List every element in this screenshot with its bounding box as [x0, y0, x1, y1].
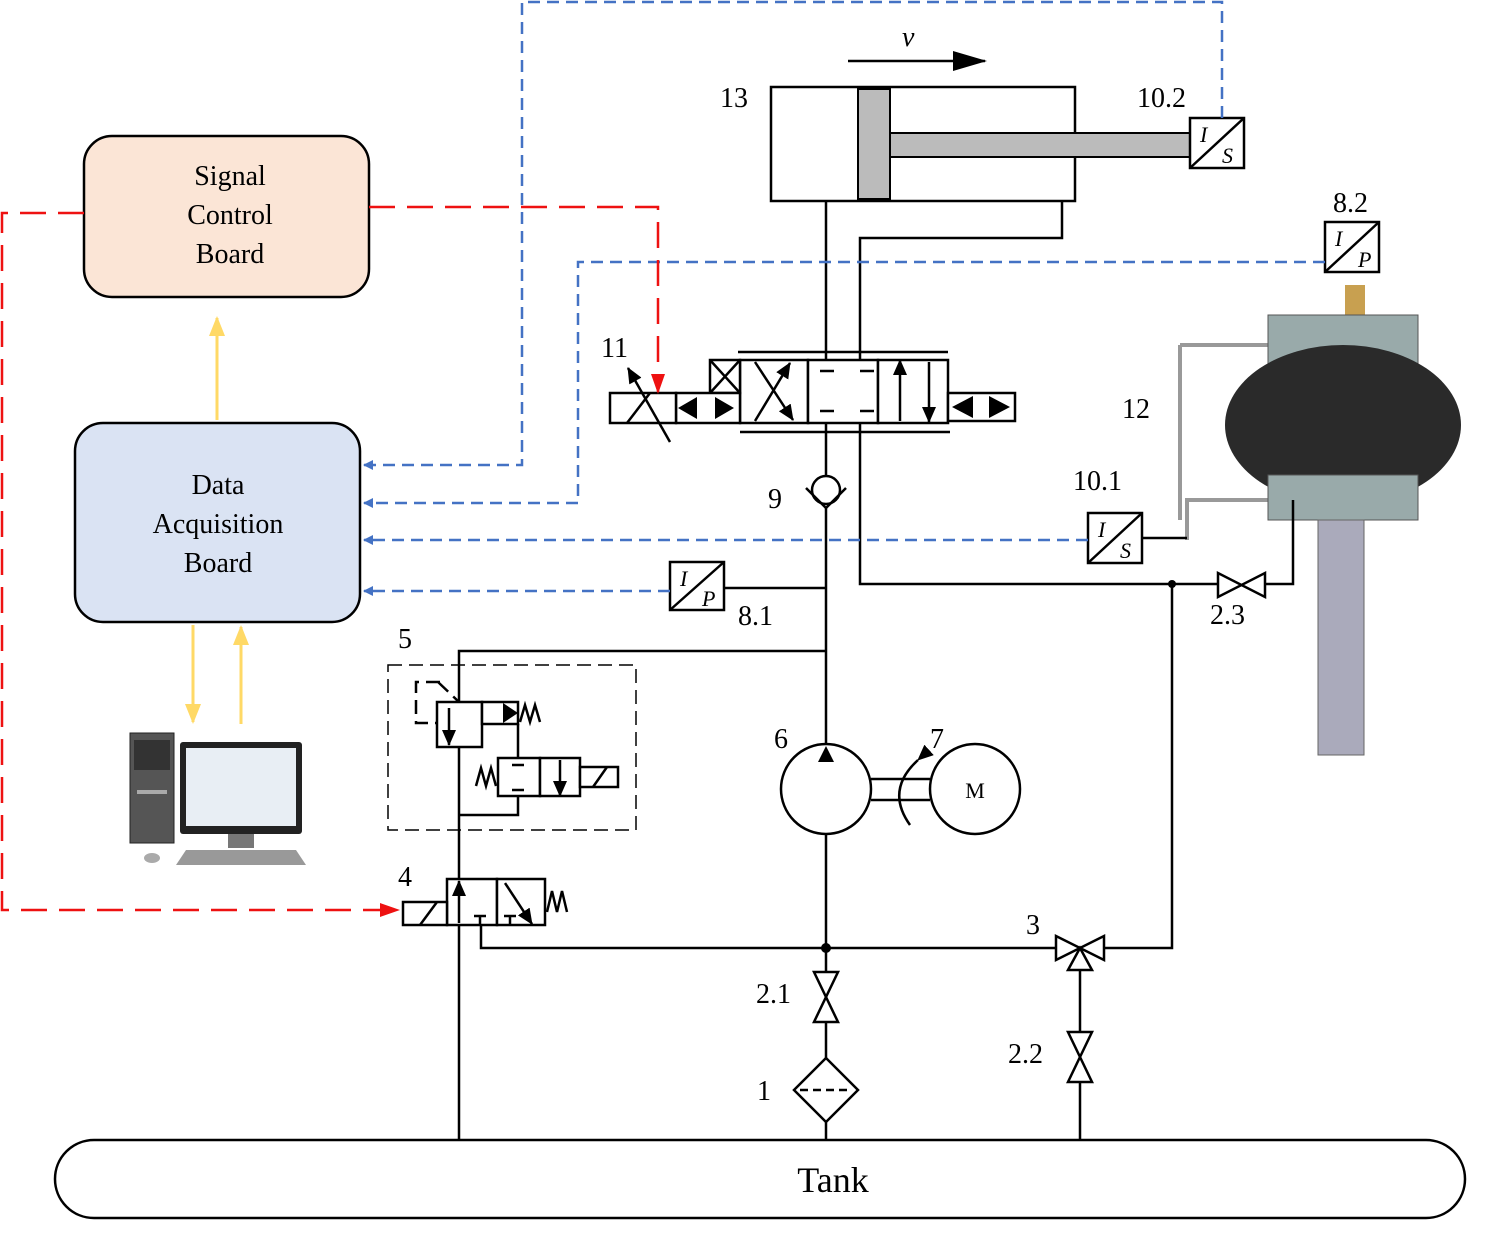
- svg-text:I: I: [1199, 122, 1209, 147]
- svg-text:I: I: [679, 566, 689, 591]
- hydraulic-cylinder: [769, 85, 1191, 203]
- control-signal-lines: [0, 205, 665, 917]
- filter-1: [792, 1056, 860, 1124]
- label-2-3: 2.3: [1210, 600, 1245, 631]
- svg-text:I: I: [1097, 517, 1107, 542]
- velocity-label: v: [902, 22, 915, 53]
- shutoff-valve-2-3: [1216, 570, 1267, 600]
- label-3: 3: [1026, 910, 1040, 941]
- label-13: 13: [720, 83, 748, 114]
- solenoid-valve-4: [401, 877, 569, 927]
- label-2-1: 2.1: [756, 979, 791, 1010]
- proportional-directional-valve-11: [608, 350, 1017, 443]
- svg-text:M: M: [965, 778, 985, 803]
- signal-control-board: Signal Control Board: [82, 134, 371, 299]
- svg-text:S: S: [1120, 538, 1131, 563]
- svg-text:P: P: [701, 586, 715, 611]
- board-text: Control: [187, 200, 273, 231]
- label-6: 6: [774, 724, 788, 755]
- pressure-sensor-8-2: IP: [1323, 220, 1381, 274]
- component-labels: 13 10.2 8.2 11 12 10.1 9 8.1 2.3 5 6 7 4…: [398, 83, 1368, 1107]
- pressure-sensor-8-1: IP: [668, 560, 726, 612]
- data-acquisition-board: Data Acquisition Board: [73, 421, 362, 624]
- rotation-arrow: [897, 744, 934, 826]
- board-text: Signal: [194, 161, 266, 192]
- relief-valve-group-5: [387, 664, 637, 831]
- board-text: Board: [184, 548, 252, 579]
- svg-text:P: P: [1357, 247, 1371, 272]
- computer-icon: [129, 732, 306, 865]
- motor-7: M: [928, 742, 1022, 836]
- label-5: 5: [398, 624, 412, 655]
- check-valve-9: [805, 474, 847, 510]
- label-10-1: 10.1: [1073, 466, 1122, 497]
- board-text: Data: [192, 470, 245, 501]
- board-text: Board: [196, 239, 264, 270]
- svg-text:I: I: [1334, 226, 1344, 251]
- svg-text:S: S: [1222, 143, 1233, 168]
- label-7: 7: [930, 724, 944, 755]
- shutoff-valve-2-1: [812, 970, 840, 1024]
- label-9: 9: [768, 484, 782, 515]
- shutoff-valve-2-2: [1066, 1030, 1094, 1084]
- displacement-sensor-10-2: IS: [1188, 116, 1246, 170]
- three-way-valve-3: [1054, 933, 1106, 972]
- pump-6: [779, 742, 873, 836]
- label-1: 1: [757, 1076, 771, 1107]
- tank-label: Tank: [797, 1160, 868, 1200]
- label-8-2: 8.2: [1333, 188, 1368, 219]
- label-8-1: 8.1: [738, 601, 773, 632]
- air-spring: [1178, 285, 1461, 756]
- sensor-signal-lines: [363, 0, 1325, 596]
- board-text: Acquisition: [153, 509, 284, 540]
- label-12: 12: [1122, 394, 1150, 425]
- hydraulic-lines: [457, 201, 1295, 1140]
- displacement-sensor-10-1: IS: [1086, 511, 1144, 565]
- label-2-2: 2.2: [1008, 1039, 1043, 1070]
- label-11: 11: [601, 333, 628, 364]
- label-4: 4: [398, 862, 412, 893]
- tank: Tank: [53, 1138, 1467, 1220]
- label-10-2: 10.2: [1137, 83, 1186, 114]
